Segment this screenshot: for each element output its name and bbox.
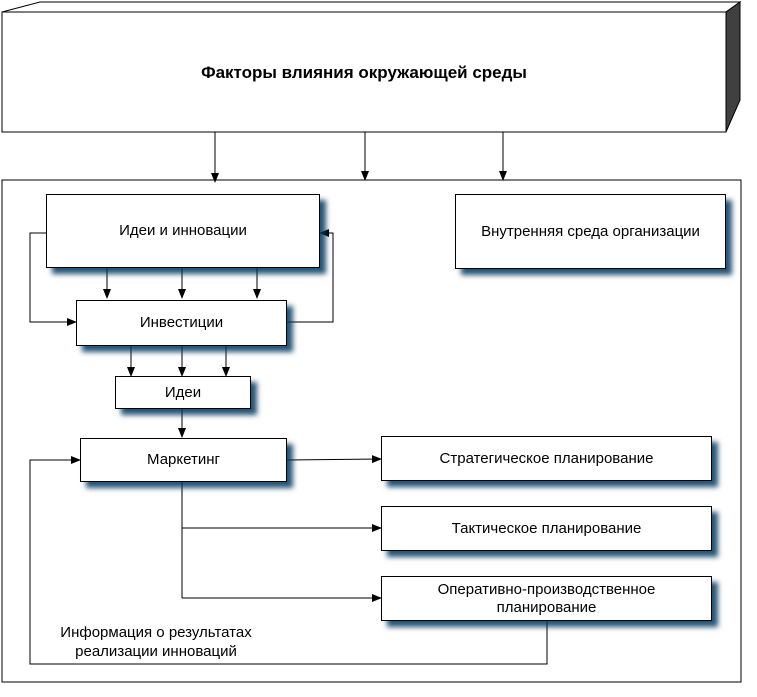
node-tactical-planning: Тактическое планирование [381, 506, 712, 551]
node-ideas-innovations: Идеи и инновации [46, 194, 320, 268]
node-marketing: Маркетинг [80, 438, 287, 482]
marketing-to-strategic-arrow [286, 455, 382, 464]
environment-banner [1, 1, 742, 133]
banner-side-face [725, 1, 741, 133]
banner-front-face [1, 11, 727, 133]
feedback-label: Информация о результатах реализации инно… [34, 624, 278, 662]
node-investments: Инвестиции [76, 300, 287, 346]
node-operational-planning: Оперативно-производственное планирование [381, 576, 712, 621]
node-strategic-planning: Стратегическое планирование [381, 436, 712, 481]
node-internal-environment: Внутренняя среда организации [455, 194, 726, 269]
node-ideas: Идеи [115, 376, 251, 409]
feedback-connector [29, 456, 548, 665]
left-loop-connector [29, 232, 77, 326]
organization-boundary [1, 179, 742, 683]
right-loop-connector [287, 229, 334, 323]
banner-top-face [1, 1, 742, 13]
environment-title: Факторы влияния окружающей среды [201, 63, 527, 82]
